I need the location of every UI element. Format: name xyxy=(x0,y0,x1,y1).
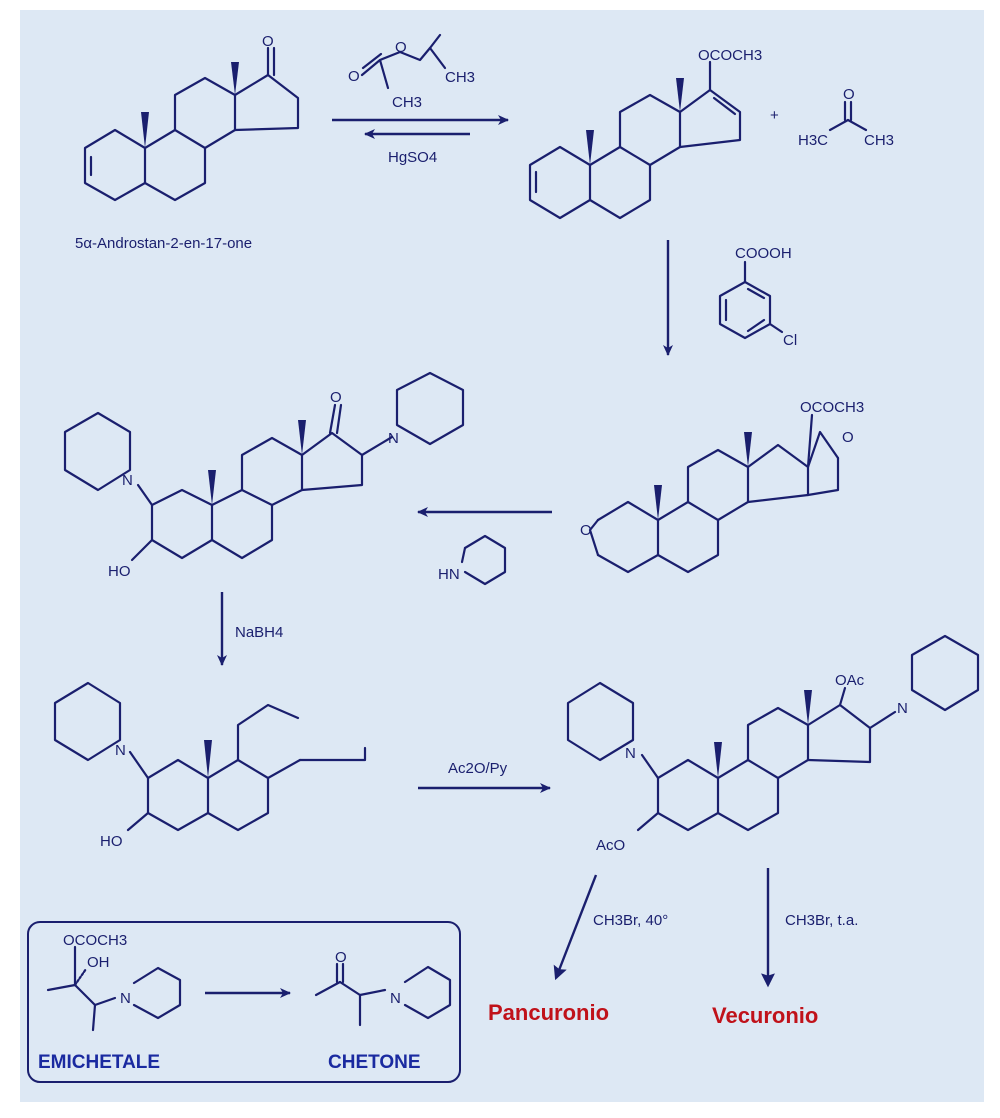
hgso4-label: HgSO4 xyxy=(388,149,437,166)
ring-d-epoxide-oxygen: O xyxy=(842,429,854,446)
pancuronio-arrow xyxy=(553,874,598,981)
amino-ketone-n2: N xyxy=(388,430,399,447)
emichetale-hydroxyl: OH xyxy=(87,954,110,971)
peracid-group: COOOH xyxy=(735,245,792,262)
quat-rt-label: CH3Br, t.a. xyxy=(785,912,858,929)
ring-a-epoxide-oxygen: O xyxy=(580,522,592,539)
ac2o-py-label: Ac2O/Py xyxy=(448,760,508,777)
isopropenyl-acetate-structure: O O CH3 CH3 xyxy=(348,33,475,111)
diacetate-n2: N xyxy=(897,700,908,717)
diacetate-n1: N xyxy=(625,745,636,762)
emichetale-structure: OCOCH3 OH N xyxy=(46,932,182,1032)
chetone-structure: O N xyxy=(314,949,452,1027)
pancuronio-label: Pancuronio xyxy=(488,1000,609,1025)
amino-ketone-structure: N O N HO xyxy=(63,371,465,580)
diepoxide-structure: OCOCH3 O O xyxy=(580,399,864,574)
acetone-structure: + O H3C CH3 xyxy=(770,86,894,149)
diacetate-17-oac: OAc xyxy=(835,672,865,689)
emichetale-nitrogen: N xyxy=(120,990,131,1007)
diacetate-3-aco: AcO xyxy=(596,837,625,854)
chetone-nitrogen: N xyxy=(390,990,401,1007)
nabh4-label: NaBH4 xyxy=(235,624,283,641)
quat-hot-label: CH3Br, 40° xyxy=(593,912,668,929)
acetone-right-methyl: CH3 xyxy=(864,132,894,149)
amino-ketone-oxygen: O xyxy=(330,389,342,406)
piperidine-reagent-structure: HN xyxy=(438,534,507,586)
diol-structure: N HO xyxy=(53,681,367,850)
acetyl-methyl-label: CH3 xyxy=(392,94,422,111)
diacetate-structure: OAc N N AcO xyxy=(566,634,980,854)
emichetale-acetate-group: OCOCH3 xyxy=(63,932,127,949)
vecuronio-label: Vecuronio xyxy=(712,1003,818,1028)
inset-box xyxy=(27,921,461,1083)
diepoxide-acetate-group: OCOCH3 xyxy=(800,399,864,416)
acetone-oxygen: O xyxy=(843,86,855,103)
ester-carbonyl-oxygen: O xyxy=(348,68,360,85)
ketone-oxygen-label: O xyxy=(262,33,274,50)
ester-oxygen: O xyxy=(395,39,407,56)
chlorine-label: Cl xyxy=(783,332,797,349)
enol-acetate-structure: OCOCH3 xyxy=(528,47,762,220)
piperidine-nh-label: HN xyxy=(438,566,460,583)
propenyl-methyl-label: CH3 xyxy=(445,69,475,86)
mcpba-structure: COOOH Cl xyxy=(718,245,797,349)
emichetale-label: EMICHETALE xyxy=(38,1052,160,1073)
diol-nitrogen: N xyxy=(115,742,126,759)
enol-acetate-group: OCOCH3 xyxy=(698,47,762,64)
scheme-background xyxy=(20,10,984,1102)
plus-sign: + xyxy=(770,107,779,124)
start-compound-name: 5α-Androstan-2-en-17-one xyxy=(75,235,252,252)
acetone-left-methyl: H3C xyxy=(798,132,828,149)
start-steroid-structure: O xyxy=(83,33,300,202)
diol-hydroxyl: HO xyxy=(100,833,123,850)
chetone-label: CHETONE xyxy=(328,1052,421,1073)
amino-ketone-n1: N xyxy=(122,472,133,489)
amino-ketone-hydroxyl: HO xyxy=(108,563,131,580)
chetone-oxygen: O xyxy=(335,949,347,966)
